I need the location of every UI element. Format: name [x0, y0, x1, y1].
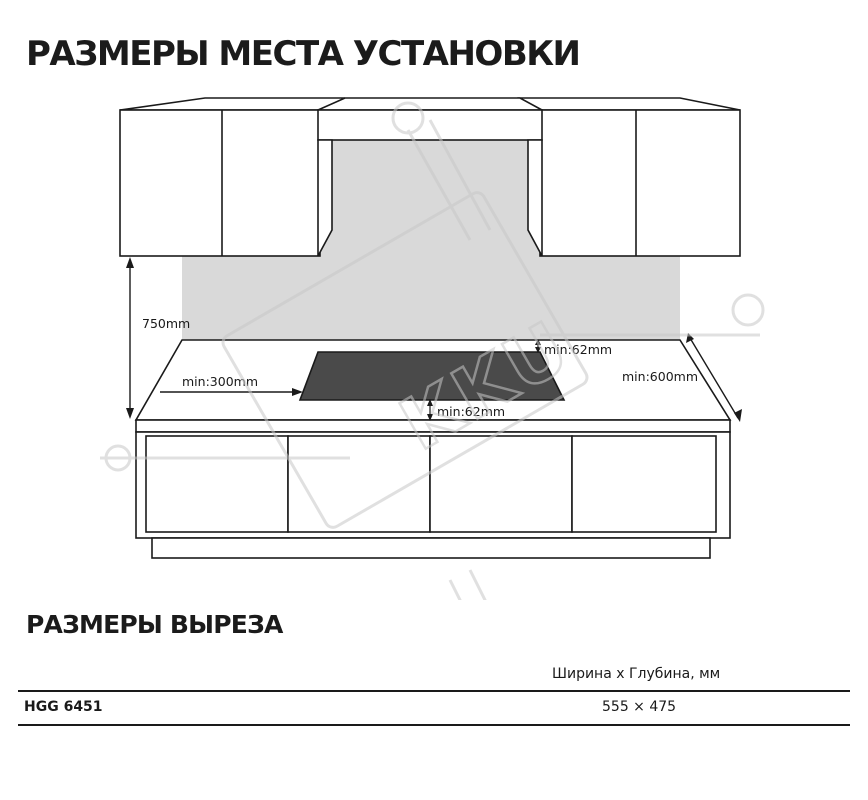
side-clearance-dimension [160, 388, 303, 396]
back-clearance-dimension [535, 339, 541, 353]
height-dimension [126, 257, 134, 419]
wall-cabinet-right [517, 97, 741, 257]
dimensions-column-header: Ширина х Глубина, мм [552, 666, 721, 682]
height-dimension-label: 750mm [142, 316, 190, 331]
cutout-table-header: Ширина х Глубина, мм [18, 662, 850, 692]
base-cabinet [135, 431, 731, 559]
table-row: HGG 6451 555 × 475 [18, 692, 850, 726]
front-clearance-label: min:62mm [437, 404, 505, 419]
depth-dimension-label: min:600mm [622, 369, 698, 384]
wall-cabinet-left [119, 97, 346, 257]
installation-diagram: 750mm min:300mm min:62mm min:62mm min:60… [100, 97, 765, 600]
front-clearance-dimension [427, 399, 433, 421]
page-title: РАЗМЕРЫ МЕСТА УСТАНОВКИ [26, 34, 581, 74]
back-clearance-label: min:62mm [544, 342, 612, 357]
cutout-section-title: РАЗМЕРЫ ВЫРЕЗА [26, 610, 283, 639]
cutout-dimensions: 555 × 475 [602, 699, 677, 715]
range-hood [317, 97, 543, 257]
cutout-table: Ширина х Глубина, мм HGG 6451 555 × 475 [18, 662, 850, 726]
hob-cutout [298, 351, 566, 401]
model-name: HGG 6451 [24, 699, 103, 715]
side-clearance-label: min:300mm [182, 374, 258, 389]
